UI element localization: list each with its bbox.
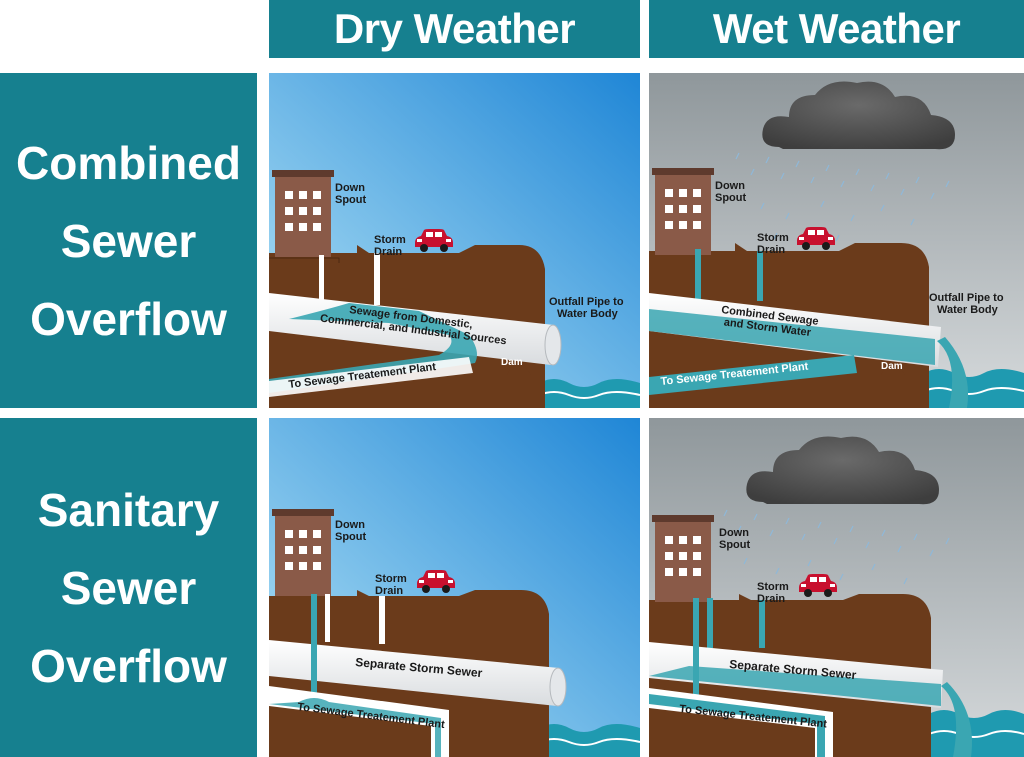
water-waves bbox=[928, 730, 1024, 738]
treatment-pipe bbox=[269, 357, 473, 397]
column-header-wet-weather: Wet Weather bbox=[649, 0, 1024, 58]
row-header-line: Sanitary bbox=[37, 483, 220, 536]
building bbox=[652, 515, 714, 602]
water-body bbox=[924, 369, 1024, 408]
rain bbox=[723, 509, 950, 585]
dirt-line bbox=[269, 257, 340, 263]
building bbox=[272, 509, 334, 596]
dam bbox=[507, 363, 531, 375]
combined-flow bbox=[649, 309, 935, 365]
water-waves bbox=[923, 387, 1024, 395]
row-header-line: Sewer bbox=[60, 561, 197, 614]
down-spout bbox=[319, 255, 324, 303]
storm-drain-pipe bbox=[759, 600, 765, 648]
row-header-line: Overflow bbox=[30, 639, 227, 692]
sanitary-flow bbox=[649, 694, 825, 757]
water-body bbox=[539, 379, 640, 408]
dam bbox=[881, 363, 905, 375]
dam-label: Dam bbox=[881, 361, 903, 372]
row-header-line: Overflow bbox=[30, 292, 227, 345]
row-header-line: Combined bbox=[16, 136, 241, 189]
pipe-outlet bbox=[544, 324, 562, 366]
sewage-flow bbox=[269, 303, 477, 393]
sanitary-lateral bbox=[693, 598, 699, 706]
row-header-line: Sewer bbox=[60, 214, 197, 267]
storm-drain-pipe bbox=[757, 251, 763, 301]
down-spout bbox=[695, 249, 701, 299]
down-spout bbox=[325, 594, 330, 642]
dam-label: Dam bbox=[501, 357, 523, 368]
row-header-combined-sewer-overflow: Combined Sewer Overflow bbox=[0, 73, 257, 408]
building bbox=[272, 170, 334, 257]
separate-storm-sewer bbox=[269, 640, 559, 706]
storm-drain-pipe bbox=[374, 253, 380, 305]
down-spout bbox=[707, 598, 713, 648]
water-waves bbox=[538, 391, 640, 399]
water-body bbox=[929, 710, 1024, 757]
overflow-discharge bbox=[941, 682, 972, 757]
column-header-dry-weather: Dry Weather bbox=[269, 0, 640, 58]
pipe-outlet bbox=[549, 667, 567, 707]
storm-flow bbox=[649, 666, 941, 706]
sanitary-lateral bbox=[311, 594, 317, 704]
storm-drain-pipe bbox=[379, 596, 385, 644]
water-body bbox=[539, 724, 640, 757]
treatment-pipe bbox=[649, 355, 857, 395]
water-waves bbox=[538, 738, 640, 746]
building bbox=[652, 168, 714, 255]
overflow-discharge bbox=[937, 337, 969, 408]
row-header-sanitary-sewer-overflow: Sanitary Sewer Overflow bbox=[0, 418, 257, 757]
sanitary-flow bbox=[269, 698, 441, 757]
